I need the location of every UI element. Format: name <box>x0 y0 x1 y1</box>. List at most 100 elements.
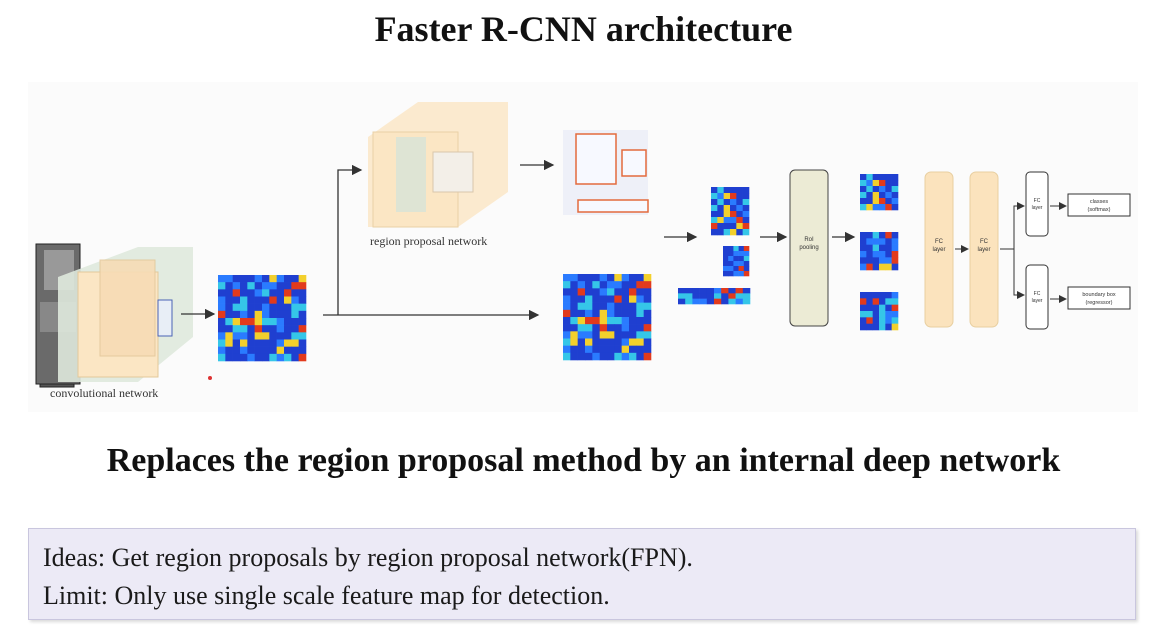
heatmap-cell <box>872 323 880 331</box>
heatmap-cell <box>711 217 718 224</box>
heatmap-cell <box>872 257 880 264</box>
heatmap-cell <box>643 345 652 354</box>
bbox-output <box>1067 286 1131 310</box>
heatmap-cell <box>284 325 292 333</box>
heatmap-cell <box>885 317 892 324</box>
heatmap-cell <box>240 325 248 333</box>
heatmap-cell <box>860 186 867 193</box>
heatmap-cell <box>621 331 630 339</box>
heatmap-cell <box>284 332 292 340</box>
heatmap-cell <box>879 192 886 199</box>
heatmap-cell <box>885 311 892 318</box>
heatmap-cell <box>225 289 233 297</box>
heatmap-cell <box>891 317 899 324</box>
heatmap-cell <box>577 302 586 311</box>
heatmap-cell <box>728 298 736 305</box>
heatmap-cell <box>298 275 307 283</box>
heatmap-cell <box>736 223 743 230</box>
heatmap-cell <box>872 298 880 305</box>
heatmap-cell <box>735 293 744 299</box>
heatmap-cell <box>262 318 270 326</box>
heatmap-cell <box>247 303 255 312</box>
heatmap-cell <box>730 199 737 206</box>
heatmap-cell <box>643 281 652 289</box>
heatmap-cell <box>607 331 615 339</box>
heatmap-cell <box>621 302 630 311</box>
heatmap-cell <box>717 217 724 224</box>
heatmap-cell <box>262 353 270 362</box>
heatmap-cell <box>585 302 593 311</box>
heatmap-cell <box>240 310 248 319</box>
heatmap-cell <box>577 324 586 332</box>
heatmap-cell <box>607 345 615 354</box>
heatmap-cell <box>232 289 241 297</box>
heatmap-cell <box>723 217 731 224</box>
heatmap-cell <box>614 338 622 346</box>
heatmap-cell <box>225 339 233 347</box>
heatmap-cell <box>585 309 593 318</box>
heatmap-cell <box>743 261 750 267</box>
heatmap-cell <box>607 281 615 289</box>
heatmap-cell <box>885 198 892 205</box>
heatmap-cell <box>563 324 571 332</box>
heatmap-cell <box>232 339 241 347</box>
heatmap-cell <box>879 298 886 305</box>
heatmap-cell <box>276 275 285 283</box>
heatmap-cell <box>247 325 255 333</box>
heatmap-cell <box>262 303 270 312</box>
heatmap-cell <box>866 192 873 199</box>
heatmap-cell <box>614 324 622 332</box>
heatmap-cell <box>711 199 718 206</box>
classes-label-2: (softmax) <box>1088 207 1111 213</box>
heatmap-cell <box>269 310 277 319</box>
fc2-label-2: layer <box>977 247 990 253</box>
heatmap-cell <box>284 275 292 283</box>
heatmap-cell <box>866 174 873 181</box>
heatmap-cell <box>269 346 277 355</box>
heatmap-cell <box>269 303 277 312</box>
roi-feature-3 <box>678 288 751 305</box>
heatmap-cell <box>232 303 241 312</box>
ideas-text: Ideas: Get region proposals by region pr… <box>43 543 693 572</box>
heatmap-cell <box>621 281 630 289</box>
heatmap-cell <box>240 318 248 326</box>
heatmap-cell <box>621 274 630 282</box>
heatmap-cell <box>866 186 873 193</box>
fc-top-label-1: FC <box>1034 198 1041 204</box>
heatmap-cell <box>592 352 600 361</box>
heatmap-cell <box>885 263 892 271</box>
heatmap-cell <box>592 345 600 354</box>
heatmap-cell <box>599 295 608 303</box>
heatmap-cell <box>866 304 873 312</box>
heatmap-cell <box>860 323 867 331</box>
heatmap-cell <box>891 198 899 205</box>
heatmap-cell <box>728 256 734 262</box>
heatmap-cell <box>742 293 751 299</box>
heatmap-cell <box>284 289 292 297</box>
heatmap-cell <box>723 256 729 262</box>
heatmap-cell <box>860 174 867 181</box>
heatmap-cell <box>891 186 899 193</box>
heatmap-cell <box>614 281 622 289</box>
heatmap-cell <box>891 238 899 245</box>
roi-pooling-block <box>789 169 829 327</box>
heatmap-cell <box>866 257 873 264</box>
heatmap-cell <box>621 345 630 354</box>
heatmap-cell <box>872 317 880 324</box>
heatmap-cell <box>636 352 644 361</box>
heatmap-cell <box>269 325 277 333</box>
heatmap-cell <box>570 345 578 354</box>
pooled-feature-2 <box>860 232 899 271</box>
heatmap-cell <box>232 310 241 319</box>
heatmap-cell <box>891 174 899 181</box>
heatmap-cell <box>733 261 739 267</box>
heatmap-cell <box>742 187 750 194</box>
heatmap-cell <box>592 281 600 289</box>
heatmap-cell <box>276 296 285 304</box>
heatmap-cell <box>570 317 578 325</box>
heatmap-cell <box>218 339 226 347</box>
heatmap-cell <box>570 331 578 339</box>
heatmap-cell <box>891 251 899 258</box>
heatmap-cell <box>592 274 600 282</box>
heatmap-cell <box>291 339 299 347</box>
